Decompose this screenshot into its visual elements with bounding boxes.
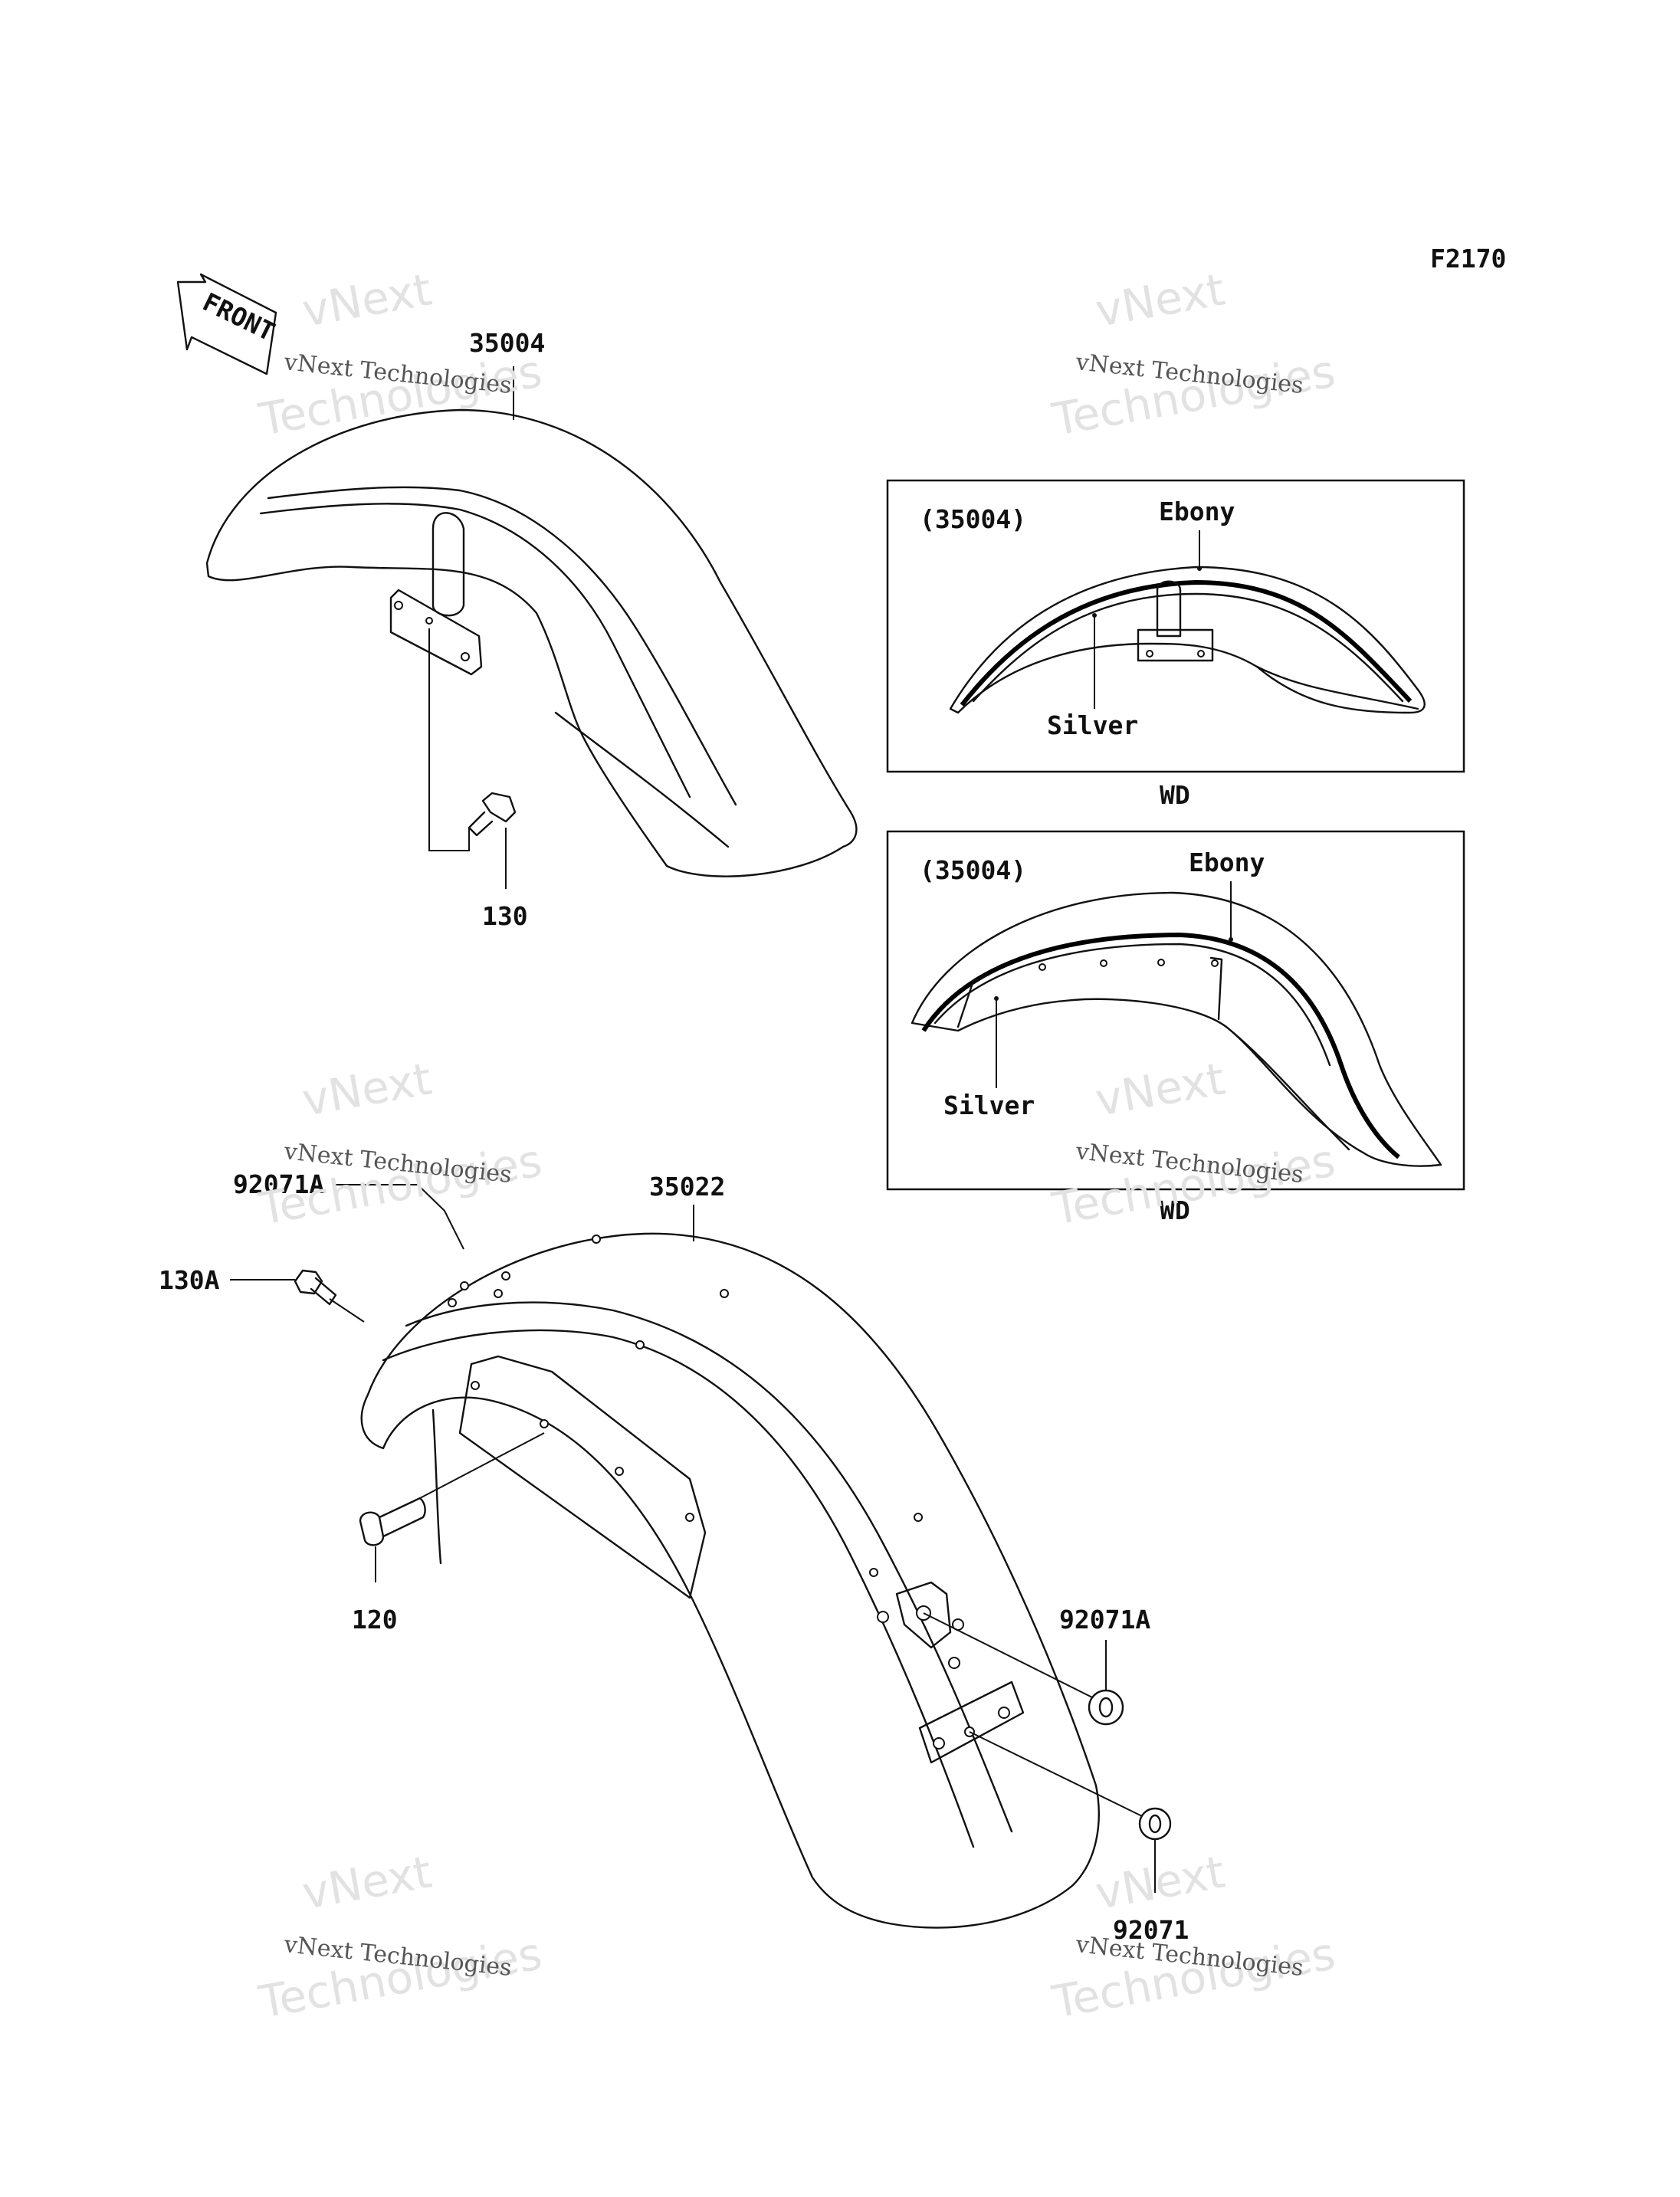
bolt-130-drawing xyxy=(428,628,517,851)
label-92071: 92071 xyxy=(1113,1915,1189,1945)
inset-bottom-part-ref: (35004) xyxy=(920,855,1026,885)
rear-fender-drawing xyxy=(360,1232,1100,1929)
svg-text:vNext: vNext xyxy=(1091,264,1229,337)
inset-top-model: WD xyxy=(1160,780,1190,810)
front-label: FRONT xyxy=(198,287,279,347)
svg-text:vNext: vNext xyxy=(298,1053,435,1126)
bolt-120-drawing xyxy=(359,1497,426,1546)
watermark-bl: vNext Technologies xyxy=(254,1846,546,2028)
svg-text:vNext: vNext xyxy=(298,264,435,337)
label-35004: 35004 xyxy=(469,328,545,358)
label-35022: 35022 xyxy=(649,1172,725,1202)
inset-top-box xyxy=(886,479,1465,773)
inset-bottom-model: WD xyxy=(1160,1195,1190,1225)
rear-leaders xyxy=(230,1184,1156,1893)
inset-bottom-box xyxy=(886,830,1465,1191)
label-92071a-right: 92071A xyxy=(1059,1605,1150,1635)
inset-top-color-silver: Silver xyxy=(1047,710,1138,740)
bolt-130a-drawing xyxy=(294,1269,337,1306)
inset-bottom-color-silver: Silver xyxy=(943,1090,1035,1120)
inset-top-color-ebony: Ebony xyxy=(1159,497,1235,526)
front-fender-drawing xyxy=(205,408,858,877)
inset-bottom-color-ebony: Ebony xyxy=(1189,848,1265,877)
label-120: 120 xyxy=(352,1605,398,1635)
watermark-ml: vNext Technologies xyxy=(254,1053,546,1235)
label-92071a-top: 92071A xyxy=(233,1169,324,1199)
label-130: 130 xyxy=(482,901,528,931)
inset-top-part-ref: (35004) xyxy=(920,504,1026,534)
svg-text:vNext: vNext xyxy=(1091,1846,1229,1920)
spacer-92071-drawing xyxy=(1138,1807,1172,1841)
watermark-tr: vNext Technologies xyxy=(1048,264,1339,446)
spacer-92071a-right-drawing xyxy=(1088,1689,1124,1726)
label-130a: 130A xyxy=(159,1265,220,1295)
inset-top-fender-drawing xyxy=(949,530,1426,714)
front-direction-arrow: FRONT xyxy=(176,273,280,375)
inset-bottom-fender-drawing xyxy=(911,881,1442,1167)
figure-code: F2170 xyxy=(1430,244,1506,274)
svg-text:vNext: vNext xyxy=(298,1846,435,1920)
